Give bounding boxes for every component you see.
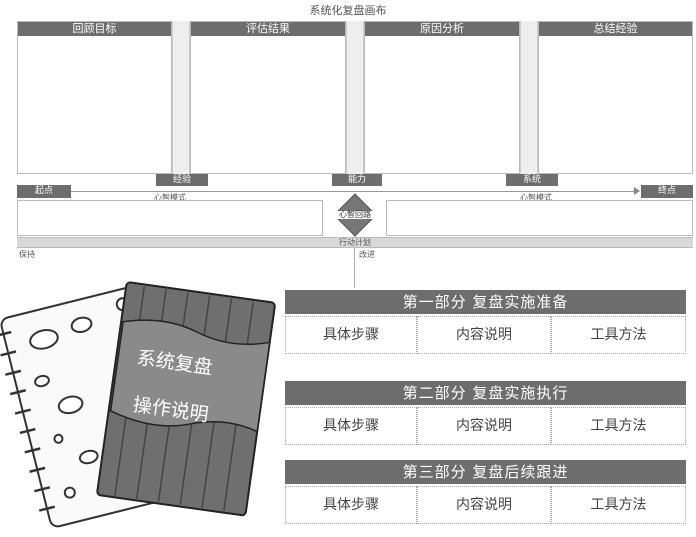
tag-system: 系统: [506, 174, 558, 186]
section-title: 第一部分 复盘实施准备: [285, 290, 686, 314]
section-3: 第三部分 复盘后续跟进 具体步骤 内容说明 工具方法: [285, 460, 687, 524]
cell-tools: 工具方法: [551, 407, 687, 445]
section-title: 第二部分 复盘实施执行: [285, 381, 686, 405]
tag-ability: 能力: [332, 174, 382, 186]
end-tag: 终点: [641, 185, 693, 198]
cell-tools: 工具方法: [551, 316, 687, 354]
column-header: 回顾目标: [18, 22, 171, 36]
cell-steps: 具体步骤: [285, 486, 418, 524]
center-diamond-icon: [333, 193, 377, 237]
cell-description: 内容说明: [417, 486, 552, 524]
column-review-goal: 回顾目标: [17, 21, 172, 174]
column-header: 评估结果: [191, 22, 345, 36]
cell-steps: 具体步骤: [285, 316, 418, 354]
cell-description: 内容说明: [417, 316, 552, 354]
mindset-box-right: [386, 200, 693, 236]
action-plan-label: 行动计划: [339, 238, 371, 247]
column-header: 总结经验: [539, 22, 692, 36]
column-cause-analysis: 原因分析: [364, 21, 520, 174]
arrow-head-icon: [634, 187, 640, 195]
column-gap: [346, 21, 364, 174]
mindset-box-left: [17, 200, 323, 236]
cell-description: 内容说明: [417, 407, 552, 445]
center-diamond-label: 心智回路: [339, 210, 371, 219]
column-gap: [520, 21, 538, 174]
column-evaluate-results: 评估结果: [190, 21, 346, 174]
column-gap: [172, 21, 190, 174]
mindset-label-right: 心智模式: [520, 193, 552, 202]
tag-experience: 经验: [156, 174, 208, 186]
notebook-icon: [0, 281, 276, 528]
mindset-label-left: 心智模式: [154, 193, 186, 202]
column-summarize-experience: 总结经验: [538, 21, 693, 174]
cell-tools: 工具方法: [551, 486, 687, 524]
cell-steps: 具体步骤: [285, 407, 418, 445]
keep-label: 保持: [19, 250, 35, 259]
section-1: 第一部分 复盘实施准备 具体步骤 内容说明 工具方法: [285, 290, 687, 354]
canvas-title: 系统化复盘画布: [309, 4, 387, 17]
notebook-illustration: [0, 270, 280, 533]
section-title: 第三部分 复盘后续跟进: [285, 460, 686, 484]
column-header: 原因分析: [365, 22, 519, 36]
section-2: 第二部分 复盘实施执行 具体步骤 内容说明 工具方法: [285, 381, 687, 445]
keep-area: [17, 248, 355, 288]
improve-label: 改进: [359, 250, 375, 259]
action-plan-bar: [17, 237, 693, 248]
start-tag: 起点: [17, 185, 71, 198]
arrow-line: [71, 191, 639, 192]
